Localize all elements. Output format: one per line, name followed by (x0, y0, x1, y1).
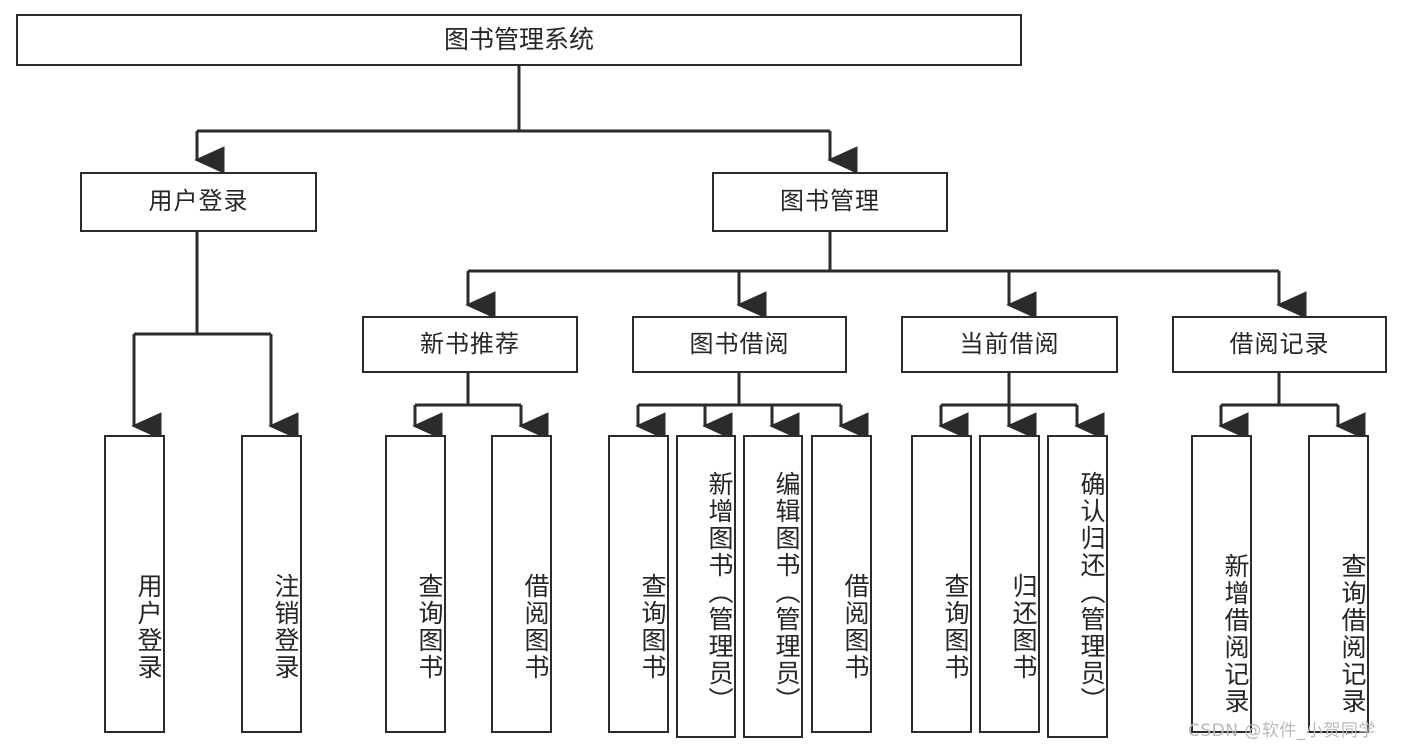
node-new-book-recommend[interactable]: 新书推荐 (362, 316, 578, 373)
node-current-borrow[interactable]: 当前借阅 (901, 316, 1118, 373)
node-leaf-borrow-book-2[interactable]: 借阅图书 (811, 435, 872, 733)
node-user-login[interactable]: 用户登录 (80, 172, 317, 232)
node-leaf-query-book-2-label: 查询图书 (638, 573, 667, 681)
node-user-login-label: 用户登录 (148, 187, 249, 216)
node-leaf-query-record[interactable]: 查询借阅记录 (1308, 435, 1369, 733)
node-leaf-query-book-1[interactable]: 查询图书 (385, 435, 446, 733)
node-leaf-borrow-book-1-label: 借阅图书 (521, 573, 550, 681)
node-leaf-confirm-return-label: 确认归还（管理员） (1077, 471, 1106, 714)
node-leaf-add-record[interactable]: 新增借阅记录 (1191, 435, 1252, 733)
node-book-management-label: 图书管理 (780, 187, 880, 216)
node-leaf-query-record-label: 查询借阅记录 (1338, 553, 1367, 715)
node-book-borrow[interactable]: 图书借阅 (632, 316, 847, 373)
node-leaf-query-book-3[interactable]: 查询图书 (911, 435, 972, 733)
node-root-label: 图书管理系统 (443, 24, 594, 54)
node-book-borrow-label: 图书借阅 (689, 329, 790, 358)
node-leaf-add-book[interactable]: 新增图书（管理员） (676, 435, 736, 738)
node-leaf-return-book[interactable]: 归还图书 (979, 435, 1040, 733)
node-leaf-user-login-label: 用户登录 (134, 573, 163, 681)
csdn-watermark: CSDN @软件_小贺同学 (1188, 721, 1376, 741)
node-book-management[interactable]: 图书管理 (712, 172, 948, 232)
node-leaf-borrow-book-2-label: 借阅图书 (841, 573, 870, 681)
node-borrow-record[interactable]: 借阅记录 (1172, 316, 1387, 373)
node-current-borrow-label: 当前借阅 (959, 329, 1060, 358)
node-leaf-user-login[interactable]: 用户登录 (104, 435, 165, 733)
node-leaf-user-logout[interactable]: 注销登录 (241, 435, 302, 733)
node-leaf-add-record-label: 新增借阅记录 (1221, 553, 1250, 715)
node-leaf-edit-book-label: 编辑图书（管理员） (772, 471, 801, 714)
node-leaf-query-book-1-label: 查询图书 (415, 573, 444, 681)
node-borrow-record-label: 借阅记录 (1229, 329, 1330, 358)
node-leaf-confirm-return[interactable]: 确认归还（管理员） (1047, 435, 1108, 738)
node-leaf-query-book-3-label: 查询图书 (941, 573, 970, 681)
node-leaf-add-book-label: 新增图书（管理员） (705, 471, 734, 714)
node-new-book-recommend-label: 新书推荐 (420, 329, 520, 358)
node-leaf-edit-book[interactable]: 编辑图书（管理员） (743, 435, 803, 738)
node-leaf-return-book-label: 归还图书 (1009, 573, 1038, 681)
node-leaf-borrow-book-1[interactable]: 借阅图书 (491, 435, 552, 733)
node-leaf-query-book-2[interactable]: 查询图书 (608, 435, 669, 733)
node-root[interactable]: 图书管理系统 (16, 14, 1022, 66)
node-leaf-user-logout-label: 注销登录 (271, 573, 300, 681)
